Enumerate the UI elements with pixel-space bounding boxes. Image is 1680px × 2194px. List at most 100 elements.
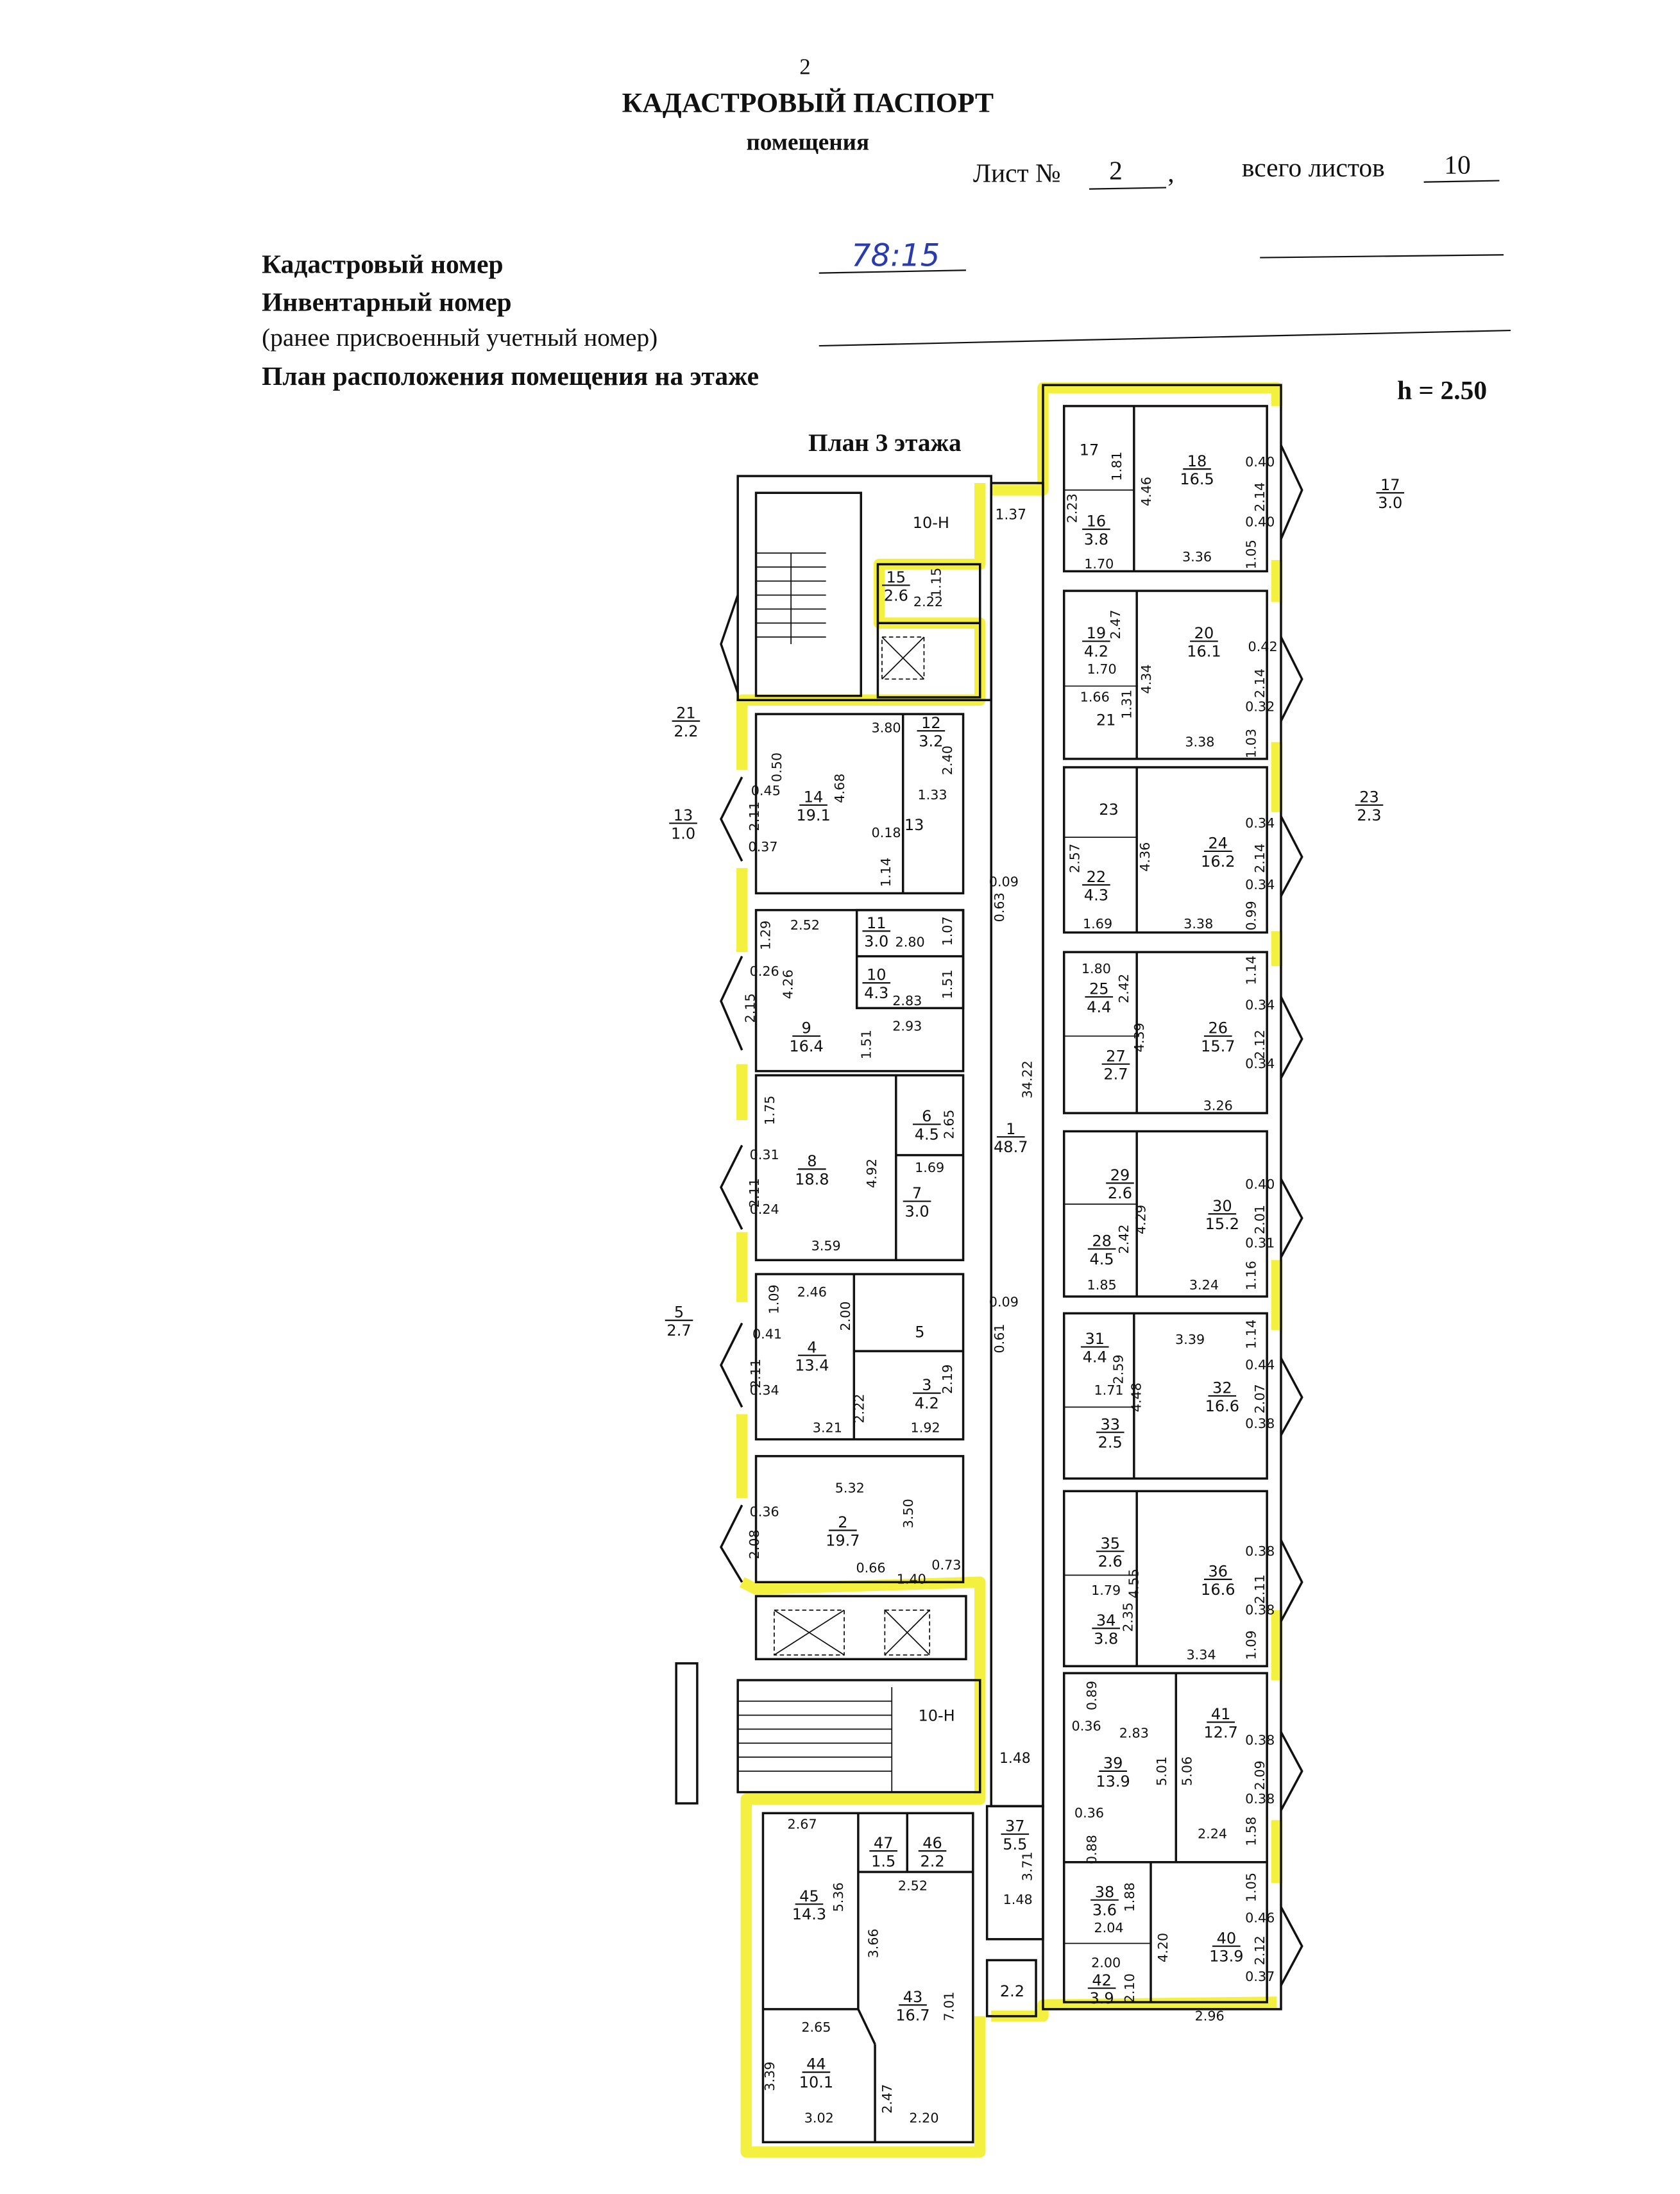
- dimension-label: 2.12: [1252, 1030, 1268, 1059]
- cadastral-number-label: Кадастровый номер: [262, 250, 503, 279]
- room-area: 4.5: [1090, 1250, 1114, 1268]
- room-number: 11: [867, 914, 887, 932]
- entrance-porch: [675, 1662, 699, 1805]
- dimension-label: 4.36: [1137, 842, 1153, 872]
- room-label-4: 413.4: [795, 1338, 829, 1374]
- dimension-label: 1.51: [859, 1030, 874, 1059]
- room-label-33: 332.5: [1096, 1415, 1124, 1452]
- dimension-label: 34.22: [1020, 1060, 1035, 1098]
- dimension-label: 0.66: [856, 1560, 885, 1576]
- dimension-label: 1.07: [940, 916, 955, 946]
- room-area: 10.1: [799, 2073, 833, 2091]
- room-area: 2.2: [920, 1852, 944, 1870]
- dimension-label: 5.06: [1179, 1756, 1194, 1786]
- room-label-47: 471.5: [869, 1834, 897, 1870]
- room-number: 5: [674, 1304, 684, 1322]
- room-block-38-42: [1062, 1672, 1268, 2003]
- room-number: 25: [1089, 980, 1109, 998]
- room-block-25-27: [1062, 951, 1268, 1114]
- room-label-16: 163.8: [1082, 513, 1110, 548]
- room-number: 20: [1194, 624, 1214, 642]
- dimension-label: 2.93: [892, 1018, 922, 1033]
- room-label-12: 123.2: [917, 714, 946, 750]
- dimension-label: 0.18: [871, 825, 901, 840]
- stair-treads-top: [756, 552, 826, 644]
- dimension-label: 0.37: [1245, 1969, 1275, 1984]
- dimension-label: 1.75: [762, 1096, 777, 1125]
- room-area: 4.4: [1087, 998, 1111, 1016]
- floor-plan-title: План 3 этажа: [808, 429, 962, 457]
- room-label-37: 375.5: [1001, 1817, 1030, 1853]
- room-label-22: 224.3: [1082, 868, 1110, 904]
- dimension-label: 0.34: [1245, 1056, 1275, 1071]
- room-number: 15: [887, 568, 906, 586]
- cadastral-number-blank-line: [1260, 254, 1504, 259]
- dimension-label: 5.01: [1154, 1756, 1169, 1786]
- dimension-label: 2.83: [892, 993, 922, 1008]
- room-number: 32: [1212, 1379, 1232, 1397]
- room-number: 31: [1085, 1330, 1105, 1348]
- dimension-label: 3.38: [1185, 734, 1214, 749]
- room-area: 3.9: [1090, 1989, 1114, 2007]
- dimension-label: 2.96: [1195, 2008, 1225, 2023]
- dimension-label: 1.31: [1119, 690, 1134, 719]
- balcony-label-17: 173.0: [1376, 476, 1405, 512]
- vestibule-37: [985, 1805, 1044, 1941]
- room-number: 12: [921, 714, 941, 732]
- room-block-34-36: [1062, 1490, 1268, 1667]
- room-number: 21: [1096, 711, 1116, 729]
- room-area: 48.7: [994, 1138, 1028, 1156]
- room-number: 22: [1087, 868, 1107, 886]
- room-label-8: 818.8: [795, 1152, 829, 1188]
- room-number: 16: [1087, 513, 1107, 531]
- room-number: 13: [674, 806, 693, 824]
- ceiling-height: h = 2.50: [1397, 375, 1487, 405]
- room-number: 45: [799, 1887, 819, 1905]
- room-block-16-18: [1062, 405, 1268, 573]
- room-area: 2.6: [1108, 1184, 1132, 1202]
- dimension-label: 2.22: [913, 594, 943, 609]
- dimension-label: 1.70: [1087, 661, 1117, 677]
- room-label-2: 219.7: [826, 1513, 860, 1549]
- corridor-width-bottom: 1.48: [999, 1751, 1031, 1767]
- dimension-label: 1.81: [1109, 452, 1124, 481]
- dimension-label: 3.39: [1175, 1332, 1205, 1347]
- dimension-label: 2.22: [852, 1394, 867, 1424]
- room-label-15: 152.6: [881, 568, 910, 604]
- dimension-label: 3.36: [1182, 549, 1212, 565]
- balcony-label-23: 232.3: [1355, 788, 1384, 824]
- room-area: 16.1: [1187, 643, 1221, 661]
- dimension-label: 2.11: [1252, 1574, 1268, 1604]
- dimension-label: 3.38: [1184, 916, 1213, 931]
- dimension-label: 1.71: [1094, 1382, 1123, 1398]
- dimension-label: 2.59: [1110, 1354, 1126, 1384]
- room-area: 3.0: [1378, 494, 1402, 512]
- dimension-label: 2.52: [790, 917, 820, 933]
- room-number: 28: [1092, 1232, 1112, 1250]
- room-area: 4.2: [1084, 643, 1108, 661]
- dimension-label: 3.24: [1189, 1277, 1219, 1293]
- dimension-label: 0.38: [1245, 1416, 1275, 1431]
- room-label-7: 73.0: [903, 1184, 931, 1221]
- dimension-label: 2.40: [940, 745, 955, 775]
- dimension-label: 5.32: [835, 1481, 865, 1496]
- dimension-label: 0.37: [748, 839, 777, 855]
- stairwell-bottom: [736, 1679, 981, 1794]
- document-subtitle: помещения: [747, 130, 870, 156]
- balcony-2-2: [985, 1959, 1037, 2018]
- room-number: 35: [1100, 1535, 1120, 1552]
- dimension-label: 1.33: [917, 787, 947, 803]
- dimension-label: 2.19: [940, 1365, 955, 1394]
- dimension-label: 1.05: [1244, 540, 1259, 569]
- dimension-label: 2.00: [838, 1301, 853, 1331]
- dimension-label: 1.40: [897, 1571, 926, 1586]
- dimension-label: 0.40: [1245, 1177, 1275, 1192]
- dimension-label: 2.01: [1252, 1205, 1268, 1234]
- dimension-label: 2.24: [1198, 1826, 1227, 1842]
- room-number: 7: [912, 1184, 922, 1202]
- dimension-label: 0.38: [1245, 1732, 1275, 1748]
- dimension-label: 1.79: [1091, 1583, 1121, 1598]
- dimension-label: 0.44: [1245, 1357, 1275, 1372]
